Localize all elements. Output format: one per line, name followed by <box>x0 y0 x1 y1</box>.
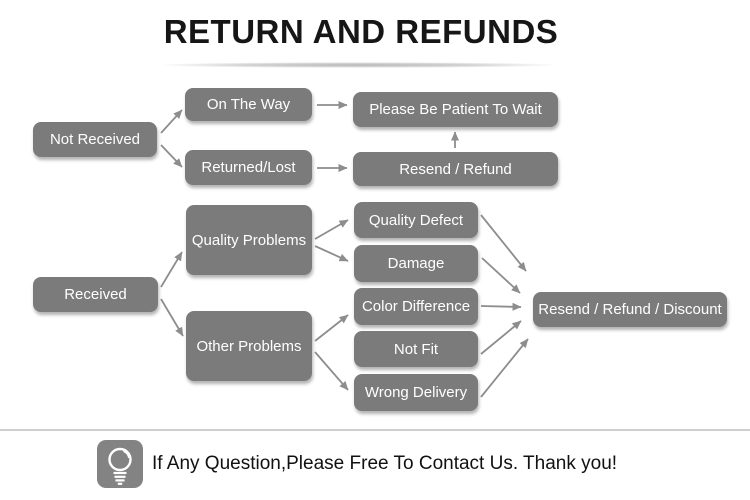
arrow-quality-problems-to-quality-defect <box>314 219 349 240</box>
arrow-not-received-to-on-the-way <box>160 109 183 134</box>
arrow-received-to-other-problems <box>160 298 184 337</box>
node-returned-lost: Returned/Lost <box>185 150 312 185</box>
node-not-received: Not Received <box>33 122 157 157</box>
node-not-fit: Not Fit <box>354 331 478 367</box>
arrow-color-difference-to-resend-refund-discount <box>480 302 522 311</box>
node-other-problems: Other Problems <box>186 311 312 381</box>
arrow-received-to-quality-problems <box>160 251 183 288</box>
arrow-damage-to-resend-refund-discount <box>481 257 521 294</box>
arrow-quality-defect-to-resend-refund-discount <box>480 214 527 272</box>
node-color-difference: Color Difference <box>354 288 478 325</box>
page-title: RETURN AND REFUNDS <box>163 13 559 50</box>
arrow-other-problems-to-wrong-delivery <box>314 351 349 391</box>
lightbulb-icon <box>97 440 143 488</box>
arrow-wrong-delivery-to-resend-refund-discount <box>480 338 529 398</box>
node-quality-problems: Quality Problems <box>186 205 312 275</box>
node-received: Received <box>33 277 158 312</box>
arrow-not-received-to-returned-lost <box>160 144 183 168</box>
node-resend-refund: Resend / Refund <box>353 152 558 186</box>
arrow-not-fit-to-resend-refund-discount <box>480 320 522 355</box>
title-underline-divider <box>159 62 557 68</box>
node-wrong-delivery: Wrong Delivery <box>354 374 478 411</box>
arrow-other-problems-to-color-difference <box>314 314 349 342</box>
footer-divider <box>0 429 750 431</box>
footer-contact-note: If Any Question,Please Free To Contact U… <box>152 453 618 474</box>
node-please-be-patient-to-wait: Please Be Patient To Wait <box>353 92 558 127</box>
node-damage: Damage <box>354 245 478 282</box>
node-quality-defect: Quality Defect <box>354 202 478 238</box>
node-on-the-way: On The Way <box>185 88 312 121</box>
node-resend-refund-discount: Resend / Refund / Discount <box>533 292 727 327</box>
arrow-quality-problems-to-damage <box>314 245 349 262</box>
